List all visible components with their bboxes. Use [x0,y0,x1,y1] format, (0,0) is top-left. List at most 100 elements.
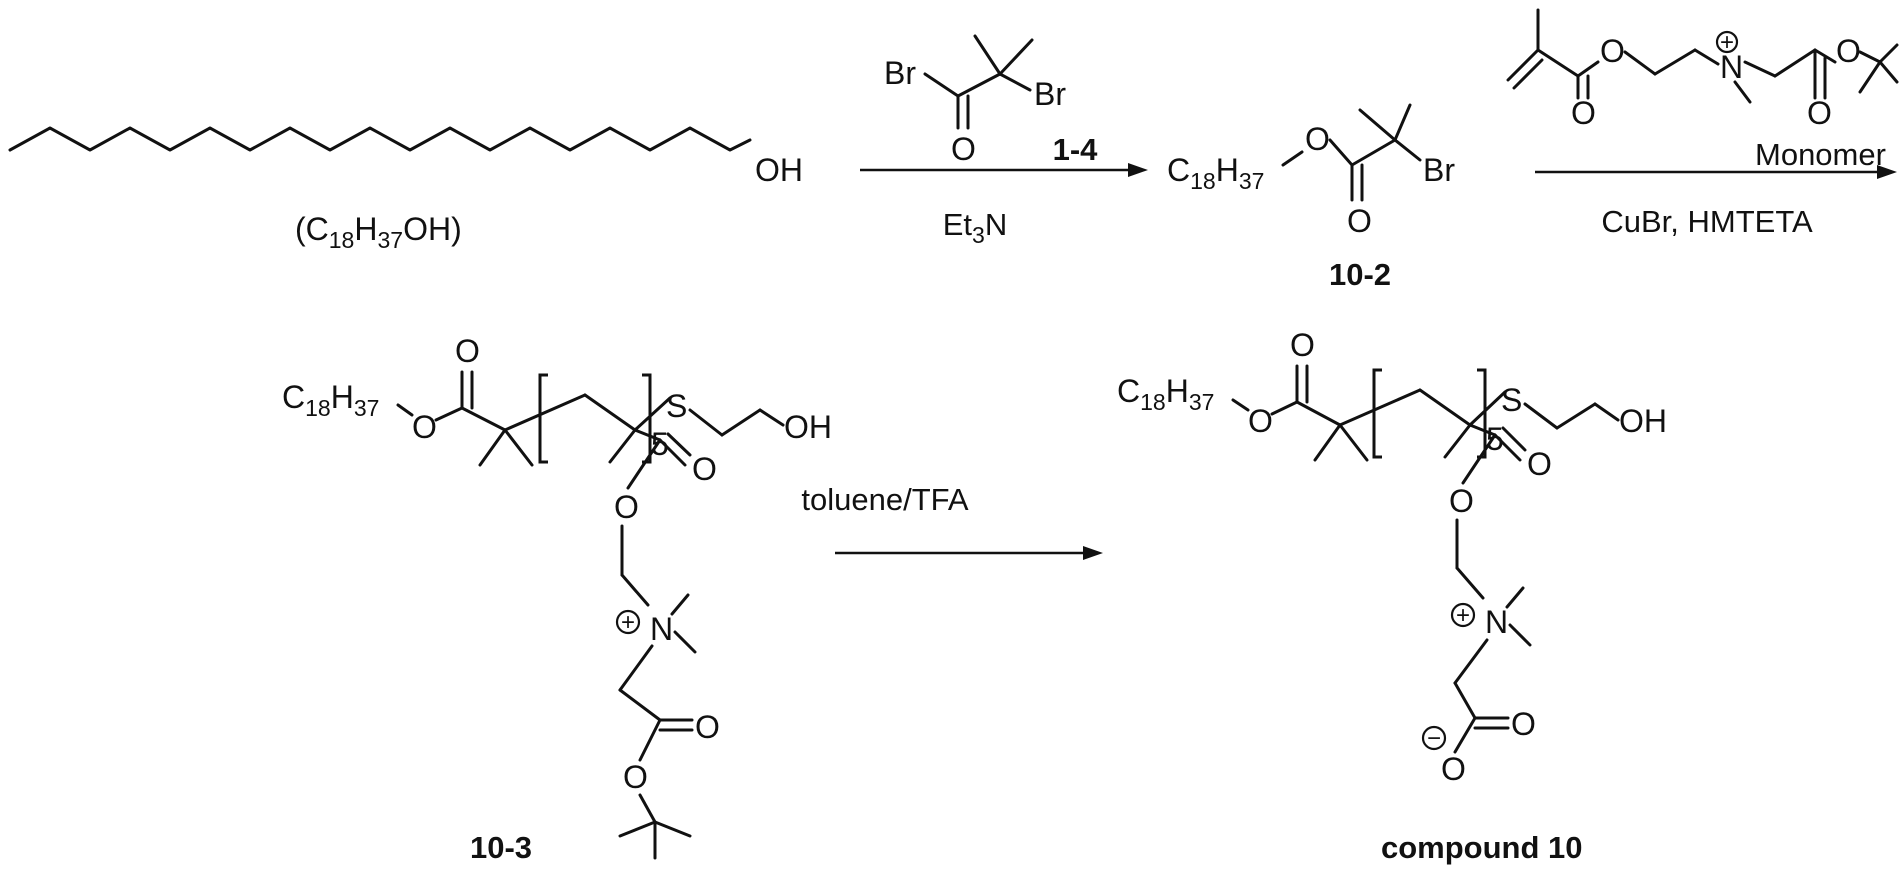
monomer-oxygen: O [1600,33,1625,69]
carbonyl-oxygen: O [1347,203,1372,239]
bond [1297,402,1340,425]
repeat-count: 5 [1486,421,1504,457]
intermediate-10-2: C18H37 O O Br 10-2 [1167,105,1455,292]
methyl-bond [1507,588,1523,607]
monomer-oxygen: O [1807,95,1832,131]
side-carbonyl-oxygen: O [692,451,717,487]
bond [628,440,660,488]
bond [958,74,1000,96]
step2-condition: CuBr, HMTETA [1601,204,1813,239]
methyl-bond [1880,45,1897,62]
arrow-head [1083,546,1103,560]
reactant-formula: (C18H37OH) [295,211,462,253]
ester-oxygen: O [1305,121,1330,157]
bond [1525,404,1557,428]
methyl-bond [1880,62,1897,82]
ammonium-nitrogen: N [1485,604,1508,640]
bond [925,74,958,96]
methyl-bond [610,430,635,462]
bond [462,408,505,430]
bond [398,405,412,415]
repeat-count: 5 [651,426,669,462]
bond [620,690,660,720]
bond [1745,62,1775,76]
hydroxyl-label: OH [1619,403,1667,439]
bond [1455,683,1475,718]
ester-oxygen: O [412,409,437,445]
methyl-bond [672,595,688,614]
carbonyl-oxygen: O [1290,327,1315,363]
bond [1233,400,1248,410]
ammonium-nitrogen: N [650,611,673,647]
bond [1000,74,1030,90]
methyl-bond [480,430,505,465]
methyl-bond [1510,625,1530,645]
bond [505,395,585,430]
monomer-oxygen: O [1571,95,1596,131]
repeat-bracket-left [540,375,548,462]
c18h37-group: C18H37 [282,379,379,421]
bond [1352,140,1395,165]
methyl-bond [1445,425,1470,457]
reactant-octadecanol: OH (C18H37OH) [10,128,803,253]
sulfur-label: S [1501,382,1522,418]
step3-condition: toluene/TFA [801,482,968,517]
hydroxyl-label: OH [784,409,832,445]
methyl-bond [1360,110,1395,140]
bond [1463,435,1495,483]
bond [1695,50,1718,64]
negative-charge-symbol: − [1427,725,1441,752]
bond [640,720,660,760]
side-ester-oxygen: O [1449,483,1474,519]
bond [640,795,655,822]
tbutyl-ester-oxygen: O [623,759,648,795]
alkyl-bromide-label: Br [1034,76,1066,112]
bond [1455,718,1475,752]
methyl-bond [620,822,655,836]
alkyl-chain-bonds [10,128,750,150]
bond [1283,152,1302,165]
acid-carbonyl-oxygen: O [695,709,720,745]
bond [722,410,760,435]
monomer-oxygen: O [1836,33,1861,69]
repeat-bracket-left [1374,370,1382,457]
sulfur-label: S [666,388,687,424]
methyl-bond [1000,40,1032,74]
bond [1578,62,1598,76]
bond [1557,404,1595,428]
bond [436,408,462,420]
carboxylate-oxygen: O [1441,751,1466,787]
methyl-bond [1735,82,1750,102]
methyl-bond [1860,62,1880,92]
bond [1860,52,1880,62]
methyl-bond [1315,425,1340,460]
bond [1538,50,1578,76]
arrow-head [1128,163,1148,177]
bond [1595,404,1618,420]
acyl-bromide-label: Br [884,55,916,91]
bond [585,395,635,430]
bond [1272,402,1297,414]
compound-label-10-3: 10-3 [470,830,532,865]
bond [1395,140,1420,160]
c18h37-group: C18H37 [1117,373,1214,415]
compound-label-10-2: 10-2 [1329,257,1391,292]
vinyl-double-bond [1508,50,1538,80]
bond [1455,640,1487,683]
methyl-bond [655,822,690,836]
methyl-bond [1395,105,1410,140]
bond [760,410,783,425]
carboxylate-carbonyl-oxygen: O [1511,706,1536,742]
bond [620,646,652,690]
carbonyl-oxygen: O [455,333,480,369]
bond [1340,390,1420,425]
monomer-label: Monomer [1755,137,1886,172]
intermediate-10-3: C18H37 O O 5 S OH O O N + [282,333,832,865]
positive-charge-symbol: + [1456,602,1470,629]
positive-charge-symbol: + [621,609,635,636]
ester-oxygen: O [1248,403,1273,439]
bromine-label: Br [1423,152,1455,188]
bond [1655,50,1695,74]
compound-label-10: compound 10 [1381,830,1583,865]
